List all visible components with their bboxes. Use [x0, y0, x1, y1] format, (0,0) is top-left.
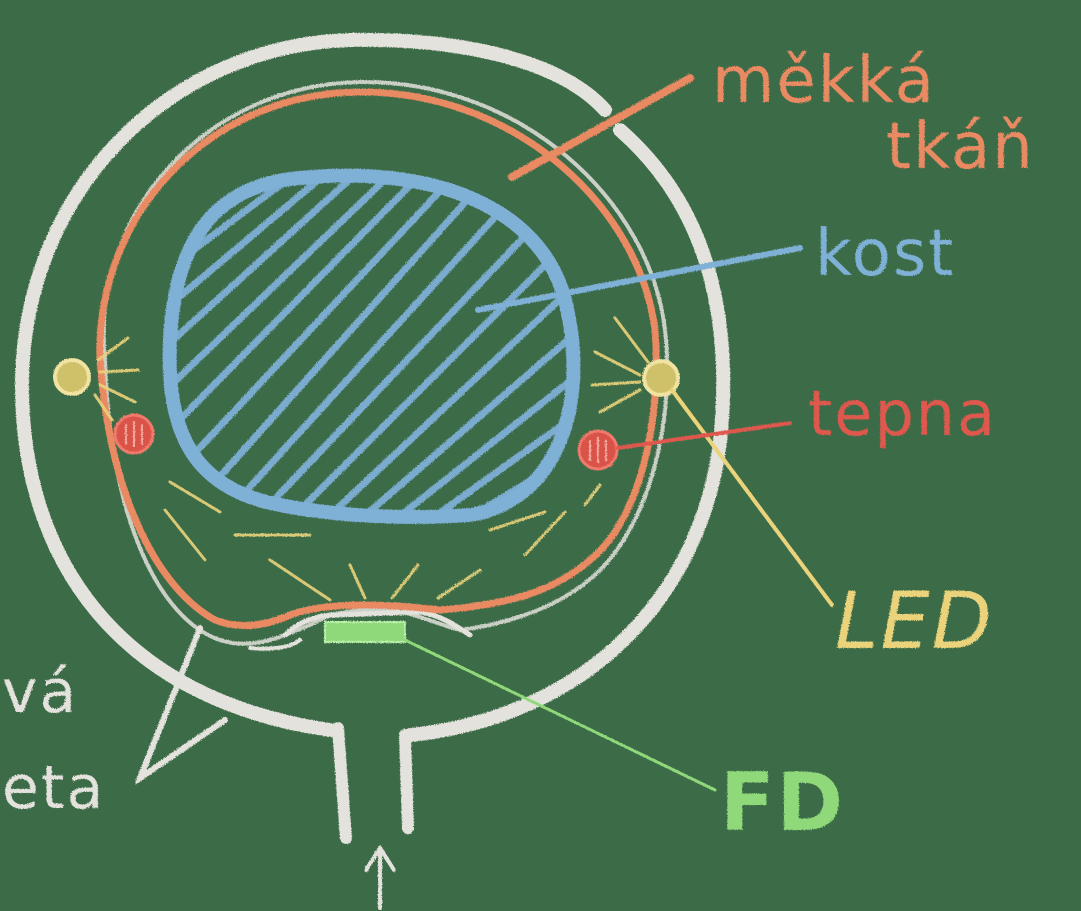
- led-label: LED: [835, 577, 994, 667]
- soft-tissue-label-line2: tkáň: [886, 110, 1035, 184]
- photodiode-label: FD: [720, 756, 845, 849]
- finger-label-line2: eta: [2, 753, 105, 823]
- soft-tissue-label-line1: měkká: [712, 44, 936, 118]
- artery-right: [579, 431, 617, 469]
- artery-left: [115, 415, 153, 453]
- finger-label-line1: vá: [2, 657, 78, 727]
- bone-label: kost: [815, 217, 955, 291]
- artery-label: tepna: [808, 377, 997, 450]
- led-left: [55, 360, 89, 394]
